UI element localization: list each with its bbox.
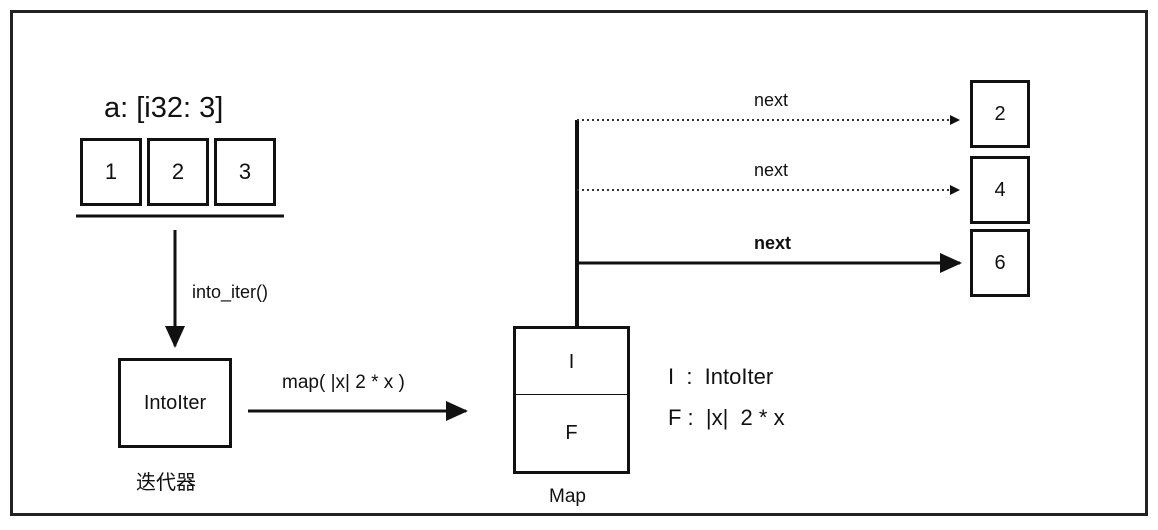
next-result-2: 4 bbox=[970, 156, 1030, 224]
next-result-value: 6 bbox=[994, 251, 1006, 274]
next-result-1: 2 bbox=[970, 80, 1030, 148]
map-box-top-label: I bbox=[568, 350, 575, 373]
array-cell-value: 2 bbox=[171, 159, 185, 184]
array-cell-value: 1 bbox=[104, 159, 118, 184]
next-result-value: 2 bbox=[994, 102, 1006, 125]
map-box-top: I bbox=[513, 326, 630, 396]
intoiter-box: IntoIter bbox=[118, 358, 232, 448]
array-cell-3: 3 bbox=[214, 138, 276, 206]
array-cell-2: 2 bbox=[147, 138, 209, 206]
map-caption: Map bbox=[549, 486, 586, 507]
diagram-frame bbox=[10, 10, 1148, 516]
next-result-value: 4 bbox=[994, 178, 1006, 201]
array-cell-value: 3 bbox=[238, 159, 252, 184]
array-cell-1: 1 bbox=[80, 138, 142, 206]
next-label-3: next bbox=[754, 233, 792, 253]
intoiter-label: IntoIter bbox=[143, 391, 207, 414]
into-iter-label: into_iter() bbox=[192, 282, 269, 302]
legend-line-2: F : |x| 2 * x bbox=[668, 405, 785, 430]
map-box-bottom: F bbox=[513, 394, 630, 474]
map-call-label: map( |x| 2 * x ) bbox=[282, 372, 405, 393]
next-result-3: 6 bbox=[970, 229, 1030, 297]
intoiter-caption: 迭代器 bbox=[136, 472, 196, 494]
array-label: a: [i32: 3] bbox=[104, 92, 224, 124]
next-label-2: next bbox=[754, 160, 789, 180]
legend-line-1: I : IntoIter bbox=[668, 364, 774, 389]
map-box-bottom-label: F bbox=[565, 421, 578, 444]
next-label-1: next bbox=[754, 90, 789, 110]
